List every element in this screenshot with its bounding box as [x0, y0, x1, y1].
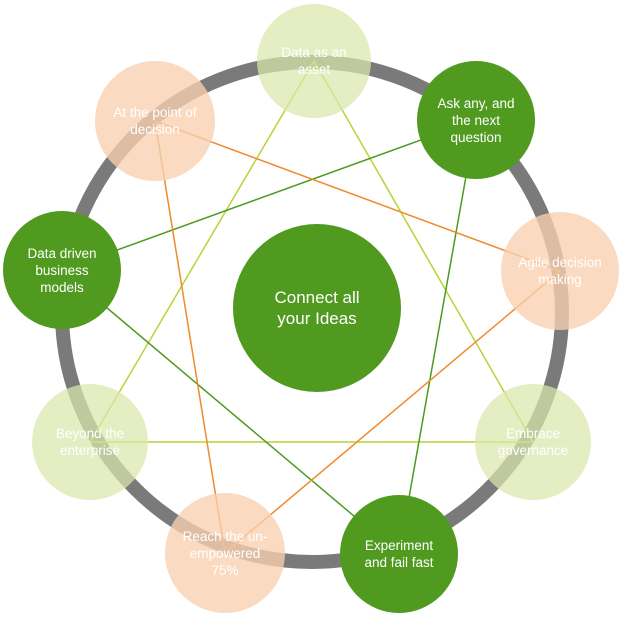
- center-node-label: Connect all your Ideas: [274, 288, 360, 328]
- node-label: Reach the un-empowered 75%: [182, 528, 268, 578]
- connection-line-data-asset-beyond: [89, 60, 315, 443]
- node-label: Experiment and fail fast: [364, 538, 434, 570]
- connection-line-ask-any-data-driven: [61, 119, 477, 271]
- node-agile: Agile decision making: [501, 212, 619, 330]
- node-label: Data as an asset: [281, 45, 347, 77]
- connection-line-ask-any-experiment: [398, 119, 477, 555]
- node-label: Embrace governance: [497, 426, 569, 458]
- node-reach: Reach the un-empowered 75%: [165, 493, 285, 613]
- node-label: Beyond the enterprise: [55, 426, 125, 458]
- node-label: Data driven business models: [27, 245, 97, 295]
- connection-line-point-decision-reach: [154, 120, 226, 554]
- node-beyond: Beyond the enterprise: [32, 384, 148, 500]
- connection-line-point-decision-agile: [154, 120, 561, 272]
- node-point-decision: At the point of decision: [95, 61, 215, 181]
- connection-lines: [61, 60, 561, 555]
- node-data-asset: Data as an asset: [257, 4, 371, 118]
- node-label: Ask any, and the next question: [437, 95, 515, 145]
- connection-line-agile-reach: [224, 270, 561, 554]
- node-data-driven: Data driven business models: [3, 211, 121, 329]
- node-ask-any: Ask any, and the next question: [417, 61, 535, 179]
- node-label: Agile decision making: [518, 255, 602, 287]
- node-embrace: Embrace governance: [475, 384, 591, 500]
- center-node: Connect all your Ideas: [233, 224, 401, 392]
- connection-line-data-asset-embrace: [313, 60, 534, 443]
- node-label: At the point of decision: [113, 105, 197, 137]
- connection-line-data-driven-experiment: [61, 269, 400, 555]
- node-experiment: Experiment and fail fast: [340, 495, 458, 613]
